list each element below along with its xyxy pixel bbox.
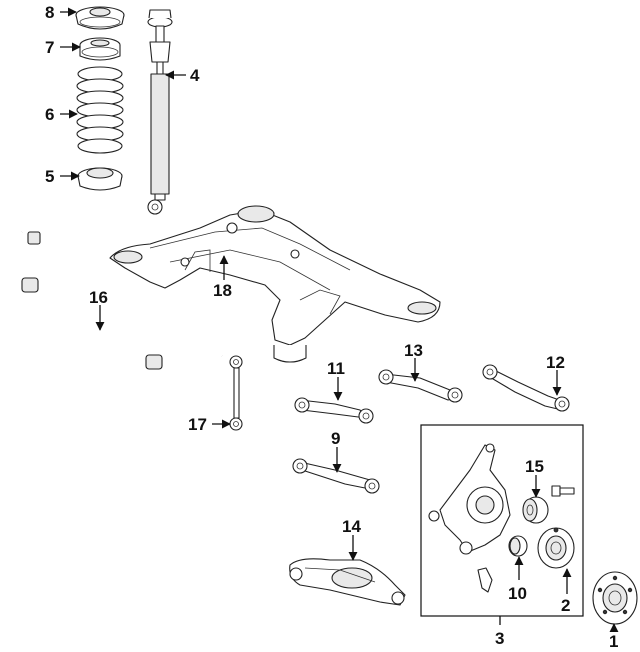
callout-1: 1 (609, 632, 618, 651)
wheel-hub-part (592, 571, 638, 625)
bushing-10-part (508, 535, 528, 557)
callout-labels: 8 7 6 5 4 18 16 17 11 13 12 9 14 15 10 2… (45, 3, 618, 651)
callout-12: 12 (546, 353, 565, 372)
callout-16: 16 (89, 288, 108, 307)
callout-14: 14 (342, 517, 361, 536)
stabilizer-link-part (229, 355, 243, 431)
callout-13: 13 (404, 341, 423, 360)
control-arm-11-part (294, 397, 374, 424)
callout-7: 7 (45, 38, 54, 57)
callout-10: 10 (508, 584, 527, 603)
callout-2: 2 (561, 596, 570, 615)
upper-mount-part (75, 6, 125, 30)
coil-spring-part (76, 66, 124, 154)
control-arm-13-part (378, 369, 463, 403)
spring-lower-seat-part (77, 167, 123, 191)
shock-absorber-part (147, 9, 173, 215)
callout-9: 9 (331, 429, 340, 448)
subframe-part (109, 205, 441, 363)
callout-8: 8 (45, 3, 54, 22)
lower-control-arm-part (289, 558, 406, 606)
bolt-part (551, 485, 575, 497)
control-arm-9-part (292, 458, 380, 494)
bushing-15-part (522, 496, 549, 524)
callout-17: 17 (188, 415, 207, 434)
callout-18: 18 (213, 281, 232, 300)
hub-bearing-part (537, 527, 575, 569)
callout-6: 6 (45, 105, 54, 124)
sensor-clip-part (477, 567, 493, 593)
knuckle-assembly-box (420, 424, 584, 617)
callout-4: 4 (190, 66, 200, 85)
stabilizer-bar-part (7, 229, 224, 387)
spring-upper-seat-part (79, 37, 121, 61)
knuckle-part (428, 443, 511, 555)
callout-3: 3 (495, 629, 504, 648)
callout-11: 11 (327, 359, 345, 378)
leader-lines (60, 7, 619, 633)
control-arm-12-part (482, 364, 570, 412)
callout-5: 5 (45, 167, 54, 186)
callout-15: 15 (525, 457, 544, 476)
